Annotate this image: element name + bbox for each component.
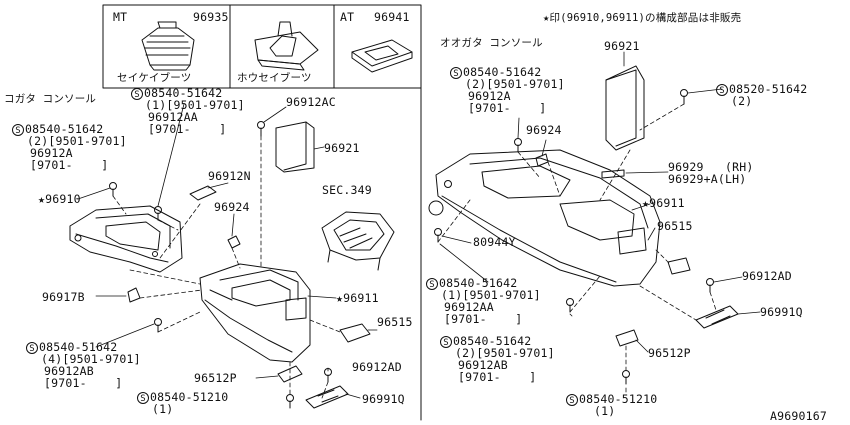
callout-96921-left: 96921 bbox=[324, 141, 360, 155]
screw-symbol-icon: S bbox=[440, 336, 452, 348]
callout-80944Y: 80944Y bbox=[473, 235, 516, 249]
large-console bbox=[428, 149, 661, 287]
callout-date-7: [9701- ] bbox=[444, 312, 523, 326]
mt-label: MT bbox=[113, 10, 128, 24]
screw-symbol-icon: S bbox=[131, 88, 143, 100]
shift-boot-sewn bbox=[254, 21, 319, 71]
callout-96911-right: ★96911 bbox=[642, 196, 685, 210]
callout-qty-1: (1)[9501-9701] bbox=[145, 98, 245, 112]
callout-qty-3: (4)[9501-9701] bbox=[41, 352, 141, 366]
large-console-title: オオガタ コンソール bbox=[440, 37, 543, 49]
left-assembly-lines bbox=[112, 135, 341, 399]
callout-date-8: [9701- ] bbox=[458, 370, 537, 384]
callout-96512P-right: 96512P bbox=[648, 346, 691, 360]
diagram-code: A9690167 bbox=[770, 409, 827, 423]
right-assembly-lines bbox=[437, 103, 717, 371]
callout-date-1: [9701- ] bbox=[148, 122, 227, 136]
shift-boot-molded bbox=[141, 21, 195, 71]
callout-date-3: [9701- ] bbox=[44, 376, 123, 390]
callout-qty-7: (1)[9501-9701] bbox=[441, 288, 541, 302]
callout-qty-8: (2)[9501-9701] bbox=[455, 346, 555, 360]
callout-96924-left: 96924 bbox=[214, 200, 250, 214]
callout-96924-right: 96924 bbox=[526, 123, 562, 137]
shifter-housing bbox=[321, 211, 395, 271]
callout-date-5: [9701- ] bbox=[468, 101, 547, 115]
callout-96991Q-left: 96991Q bbox=[362, 392, 405, 406]
screw-symbol-icon: S bbox=[137, 392, 149, 404]
callout-96515-left: 96515 bbox=[377, 315, 413, 329]
at-label: AT bbox=[340, 10, 355, 24]
callout-qty-5: (2)[9501-9701] bbox=[465, 77, 565, 91]
left-small-parts bbox=[109, 121, 371, 409]
at-boot bbox=[351, 39, 413, 73]
mt-part-number: 96935 bbox=[193, 10, 229, 24]
screw-symbol-icon: S bbox=[450, 67, 462, 79]
callout-96921-right: 96921 bbox=[604, 39, 640, 53]
screw-symbol-icon: S bbox=[716, 84, 728, 96]
callout-qty-6: (2) bbox=[731, 94, 753, 108]
callout-96991Q-right: 96991Q bbox=[760, 305, 803, 319]
boot-inset-box bbox=[102, 4, 422, 89]
right-leader-lines bbox=[439, 51, 761, 393]
small-console-title: コガタ コンソール bbox=[4, 93, 97, 105]
callout-96929-rh: 96929 (RH) bbox=[668, 160, 754, 174]
boot-caption-sewn: ホウセイブーツ bbox=[237, 72, 312, 84]
callout-96917B: 96917B bbox=[42, 290, 85, 304]
screw-symbol-icon: S bbox=[26, 342, 38, 354]
armrest-lid-right bbox=[605, 65, 645, 151]
armrest-lid-left bbox=[275, 121, 315, 173]
callout-96512P-left: 96512P bbox=[194, 371, 237, 385]
callout-date-2: [9701- ] bbox=[30, 158, 109, 172]
callout-96912A: 96912A bbox=[30, 146, 73, 160]
screw-symbol-icon: S bbox=[426, 278, 438, 290]
screw-symbol-icon: S bbox=[12, 124, 24, 136]
callout-96912AC: 96912AC bbox=[286, 95, 336, 109]
callout-qty-9: (1) bbox=[594, 404, 616, 418]
small-console-rear bbox=[199, 263, 311, 363]
callout-qty-4: (1) bbox=[152, 402, 174, 416]
screw-symbol-icon: S bbox=[566, 394, 578, 406]
non-sale-note: ★印(96910,96911)の構成部品は非販売 bbox=[543, 12, 742, 24]
callout-96912AA: 96912AA bbox=[148, 110, 198, 124]
small-console-front bbox=[69, 205, 183, 273]
callout-96912AB: 96912AB bbox=[44, 364, 94, 378]
callout-qty-2: (2)[9501-9701] bbox=[27, 134, 127, 148]
callout-96910: ★96910 bbox=[38, 192, 81, 206]
callout-96929a-lh: 96929+A(LH) bbox=[668, 172, 747, 186]
callout-96912AA-right: 96912AA bbox=[444, 300, 494, 314]
callout-96515-right: 96515 bbox=[657, 219, 693, 233]
callout-96912AD-right: 96912AD bbox=[742, 269, 792, 283]
callout-96912AB-right: 96912AB bbox=[458, 358, 508, 372]
callout-96911-left: ★96911 bbox=[336, 291, 379, 305]
at-part-number: 96941 bbox=[374, 10, 410, 24]
callout-96912N: 96912N bbox=[208, 169, 251, 183]
boot-caption-molded: セイケイブーツ bbox=[117, 72, 192, 84]
left-leader-lines bbox=[77, 103, 378, 399]
callout-96912A-right: 96912A bbox=[468, 89, 511, 103]
callout-sec-349: SEC.349 bbox=[322, 183, 372, 197]
callout-96912AD-left: 96912AD bbox=[352, 360, 402, 374]
